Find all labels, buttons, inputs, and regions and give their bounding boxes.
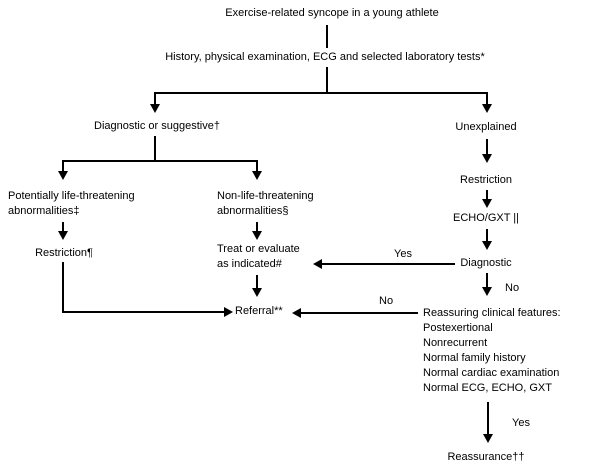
connector-treat-referral [256, 275, 258, 289]
arrowhead-to-echo-gxt [482, 199, 492, 208]
connector-nonlife-treat [256, 222, 258, 233]
connector-split-bar [154, 92, 488, 94]
connector-diagnostic-reassuring-no [486, 273, 488, 288]
reassuring-header: Reassuring clinical features: [423, 307, 561, 319]
connector-split-right-shaft [486, 93, 488, 105]
node-treat-or-evaluate: Treat or evaluate as indicated# [217, 242, 300, 272]
reassuring-item: Normal family history [423, 352, 526, 364]
node-non-life-threatening-line1: Non-life-threatening [217, 190, 314, 202]
connector-reassuring-referral-no [301, 312, 418, 314]
node-reassuring-features: Reassuring clinical features: Postexerti… [423, 306, 571, 396]
node-echo-gxt: ECHO/GXT || [452, 212, 520, 224]
node-root: Exercise-related syncope in a young athl… [225, 7, 439, 19]
connector-diagsugg-right-shaft [256, 161, 258, 172]
connector-reassuring-reassurance-yes [487, 402, 489, 436]
reassuring-item: Normal cardiac examination [423, 367, 560, 379]
connector-echo-diagnostic [486, 229, 488, 242]
reassuring-item: Normal ECG, ECHO, GXT [423, 382, 552, 394]
node-life-threatening-line2: abnormalities‡ [8, 205, 80, 217]
node-treat-or-evaluate-line2: as indicated# [217, 258, 282, 270]
arrowhead-to-referral-from-left [224, 307, 233, 317]
arrowhead-to-unexplained [482, 104, 492, 113]
reassuring-items: Postexertional Nonrecurrent Normal famil… [423, 321, 571, 396]
node-life-threatening-line1: Potentially life-threatening [8, 190, 135, 202]
connector-diagnostic-treat-yes [322, 263, 455, 265]
node-reassurance: Reassurance†† [447, 451, 525, 463]
arrowhead-to-referral-no [292, 308, 301, 318]
node-treat-or-evaluate-line1: Treat or evaluate [217, 243, 300, 255]
connector-workup-split [326, 67, 328, 92]
node-unexplained: Unexplained [455, 121, 517, 133]
connector-lifethreat-restriction [62, 222, 64, 233]
node-referral: Referral** [235, 305, 283, 317]
node-workup: History, physical examination, ECG and s… [165, 51, 485, 63]
arrowhead-to-restriction-left [58, 231, 68, 240]
node-diagnostic-or-suggestive: Diagnostic or suggestive† [94, 120, 220, 132]
arrowhead-to-non-life-threatening [252, 171, 262, 180]
connector-split-left-shaft [154, 93, 156, 105]
connector-unexplained-restriction [486, 139, 488, 155]
node-restriction-right: Restriction [460, 174, 512, 186]
connector-diagsugg-bar [62, 160, 258, 162]
node-non-life-threatening: Non-life-threatening abnormalities§ [217, 189, 314, 219]
connector-diagsugg-left-shaft [62, 161, 64, 172]
arrowhead-to-diagnostic-echo [482, 241, 492, 250]
label-diagnostic-no: No [505, 282, 520, 294]
arrowhead-to-referral-from-treat [252, 288, 262, 297]
label-reassuring-yes: Yes [512, 417, 530, 429]
label-reassuring-no: No [379, 295, 394, 307]
arrowhead-to-treat [252, 231, 262, 240]
connector-restriction-echo [486, 190, 488, 200]
connector-restriction-referral-horizontal [62, 311, 225, 313]
arrowhead-to-reassurance [483, 434, 493, 443]
connector-diagsugg-stem [154, 136, 156, 162]
reassuring-item: Postexertional [423, 322, 493, 334]
node-life-threatening: Potentially life-threatening abnormaliti… [8, 189, 135, 219]
node-non-life-threatening-line2: abnormalities§ [217, 205, 289, 217]
arrowhead-to-diagnostic-or-suggestive [150, 104, 160, 113]
arrowhead-to-treat-yes [313, 259, 322, 269]
reassuring-item: Nonrecurrent [423, 337, 488, 349]
arrowhead-to-restriction-right [482, 154, 492, 163]
connector-restriction-referral-vertical [62, 262, 64, 313]
label-diagnostic-yes: Yes [394, 248, 412, 260]
arrowhead-to-reassuring [482, 287, 492, 296]
node-restriction-left: Restriction¶ [35, 247, 93, 259]
arrowhead-to-life-threatening [58, 171, 68, 180]
connector-root-workup [326, 25, 328, 48]
node-diagnostic-echo: Diagnostic [460, 257, 512, 269]
